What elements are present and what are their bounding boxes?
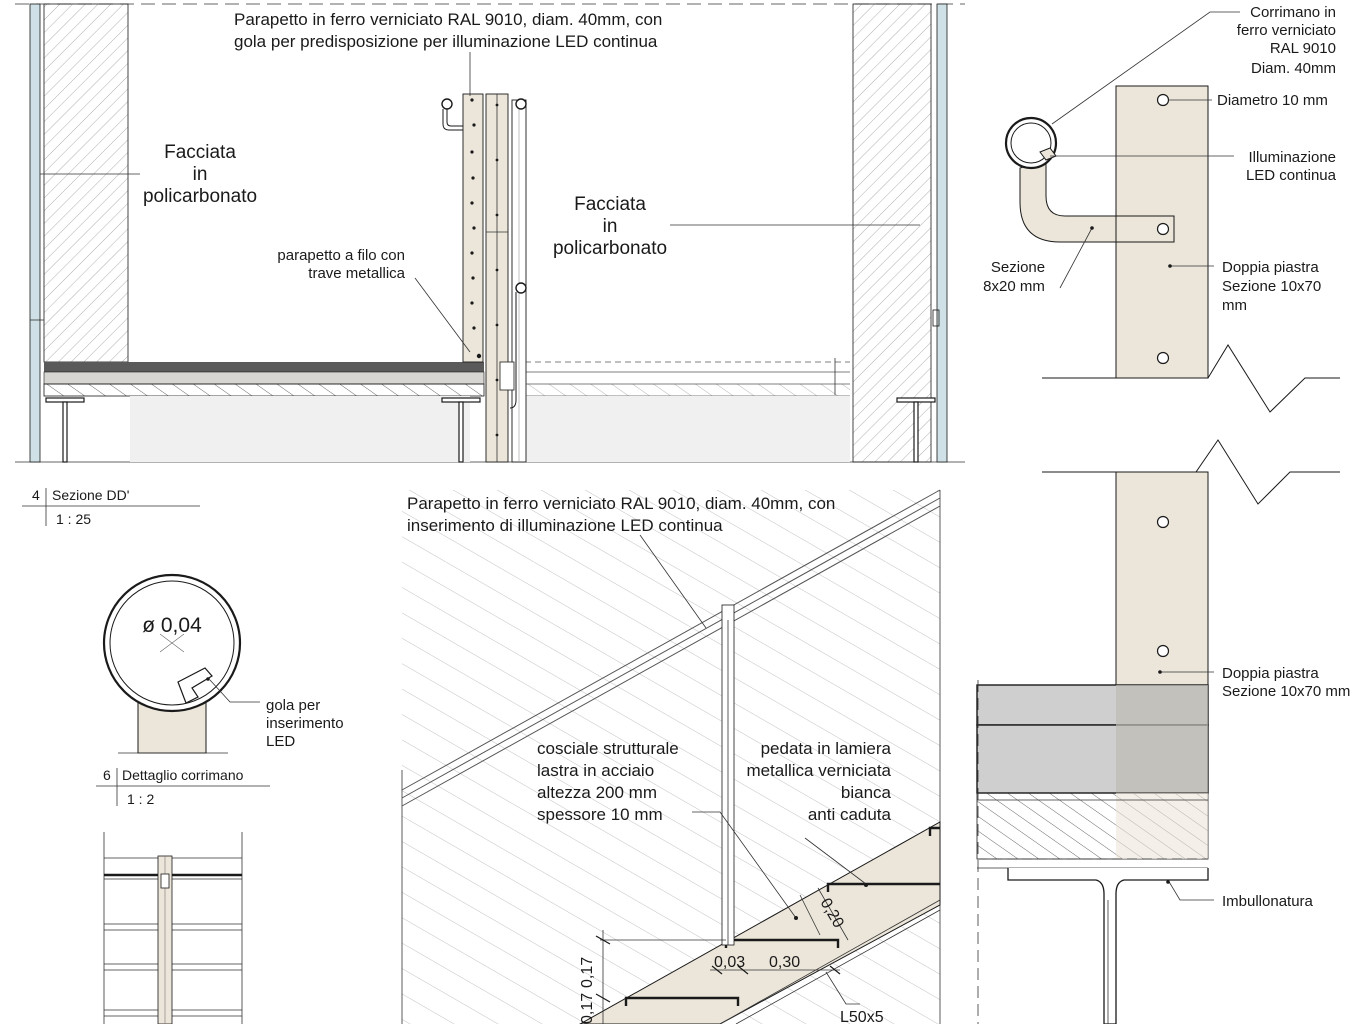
left-facade-glass	[29, 3, 41, 463]
i-beam-left	[45, 397, 85, 463]
svg-text:Corrimano in: Corrimano in	[1250, 4, 1336, 21]
pedata-label: pedata in lamiera metallica verniciata b…	[746, 739, 891, 824]
svg-text:lastra in acciaio: lastra in acciaio	[537, 761, 654, 780]
handrail-section-icon	[441, 98, 453, 110]
svg-text:LED: LED	[266, 733, 295, 750]
right-wall-hatch	[852, 3, 932, 463]
svg-text:Facciata: Facciata	[164, 142, 236, 163]
illuminazione-label: Illuminazione LED continua	[1246, 149, 1337, 184]
i-beam-right	[896, 397, 936, 463]
svg-text:Diam. 40mm: Diam. 40mm	[1251, 60, 1336, 77]
imbullonatura-label: Imbullonatura	[1222, 893, 1314, 910]
view-tag-handrail: 6 Dettaglio corrimano 1 : 2	[96, 767, 270, 807]
section-top-label-line2: gola per predisposizione per illuminazio…	[234, 32, 658, 51]
svg-text:Dettaglio corrimano: Dettaglio corrimano	[122, 767, 244, 783]
svg-text:LED continua: LED continua	[1246, 167, 1337, 184]
floor-finish	[44, 362, 484, 372]
svg-text:policarbonato: policarbonato	[553, 238, 667, 259]
svg-text:altezza 200 mm: altezza 200 mm	[537, 783, 657, 802]
svg-text:Facciata: Facciata	[574, 194, 646, 215]
handrail-icon	[1004, 116, 1058, 170]
doppia-piastra-bottom-label: Doppia piastra Sezione 10x70 mm	[1222, 665, 1350, 700]
right-facade-label: Facciata in policarbonato	[553, 194, 667, 259]
handrail-detail-drawing	[102, 573, 260, 754]
svg-text:Sezione 10x70 mm: Sezione 10x70 mm	[1222, 683, 1350, 700]
svg-text:anti caduta: anti caduta	[808, 805, 892, 824]
sezione-label: Sezione 8x20 mm	[983, 259, 1045, 295]
dim-017-upper: 0,17	[579, 957, 596, 988]
svg-text:in: in	[193, 164, 208, 185]
dim-030: 0,30	[769, 954, 800, 971]
svg-text:mm: mm	[1222, 297, 1247, 314]
svg-text:parapetto a filo con: parapetto a filo con	[277, 247, 405, 264]
section-dd-drawing	[15, 3, 965, 463]
svg-text:Doppia piastra: Doppia piastra	[1222, 259, 1319, 276]
dim-003: 0,03	[714, 954, 745, 971]
left-wall-hatch	[43, 3, 129, 363]
bolt-hole-icon	[1156, 351, 1170, 365]
corrimano-label: Corrimano in ferro verniciato RAL 9010 D…	[1237, 4, 1336, 77]
tag-number: 4	[32, 487, 40, 503]
stair-elevation-partial	[103, 832, 243, 1024]
groove-label: gola per inserimento LED	[266, 697, 344, 750]
tag-scale: 1 : 25	[56, 511, 91, 527]
parapet-flush-label: parapetto a filo con trave metallica	[277, 247, 405, 282]
view-tag-section-dd: 4 Sezione DD' 1 : 25	[22, 487, 200, 527]
svg-text:spessore 10 mm: spessore 10 mm	[537, 805, 663, 824]
svg-text:Sezione: Sezione	[991, 259, 1045, 276]
svg-text:Illuminazione: Illuminazione	[1248, 149, 1336, 166]
cosciale-label: cosciale strutturale lastra in acciaio a…	[537, 739, 679, 824]
stair-top-label-line2: inserimento di illuminazione LED continu…	[407, 516, 723, 535]
svg-text:ferro verniciato: ferro verniciato	[1237, 22, 1336, 39]
svg-text:bianca: bianca	[841, 783, 892, 802]
doppia-piastra-top-label: Doppia piastra Sezione 10x70 mm	[1222, 259, 1321, 314]
diameter-label: ø 0,04	[142, 614, 202, 637]
svg-text:inserimento: inserimento	[266, 715, 344, 732]
svg-text:gola per: gola per	[266, 697, 320, 714]
dim-017-lower: 0,17	[579, 993, 596, 1024]
svg-text:Doppia piastra: Doppia piastra	[1222, 665, 1319, 682]
i-beam-mid	[441, 397, 481, 463]
left-facade-label: Facciata in policarbonato	[143, 142, 257, 207]
stair-top-label-line1: Parapetto in ferro verniciato RAL 9010, …	[407, 494, 835, 513]
svg-text:trave metallica: trave metallica	[308, 265, 405, 282]
svg-text:in: in	[603, 216, 618, 237]
diametro-label: Diametro 10 mm	[1217, 92, 1328, 109]
svg-text:8x20 mm: 8x20 mm	[983, 278, 1045, 295]
profile-label: L50x5	[840, 1009, 884, 1024]
tag-title: Sezione DD'	[52, 487, 129, 503]
svg-text:RAL 9010: RAL 9010	[1270, 40, 1336, 57]
svg-text:pedata in lamiera: pedata in lamiera	[761, 739, 892, 758]
bolt-hole-icon	[1156, 93, 1170, 107]
svg-text:6: 6	[103, 767, 111, 783]
right-facade-glass	[936, 3, 948, 463]
detail-plate-drawing	[976, 11, 1340, 1024]
svg-text:cosciale strutturale: cosciale strutturale	[537, 739, 679, 758]
svg-text:policarbonato: policarbonato	[143, 186, 257, 207]
svg-text:metallica verniciata: metallica verniciata	[746, 761, 891, 780]
svg-text:1 : 2: 1 : 2	[127, 791, 154, 807]
stair-section-drawing	[401, 489, 941, 1024]
section-top-label-line1: Parapetto in ferro verniciato RAL 9010, …	[234, 10, 662, 29]
svg-text:Sezione 10x70: Sezione 10x70	[1222, 278, 1321, 295]
